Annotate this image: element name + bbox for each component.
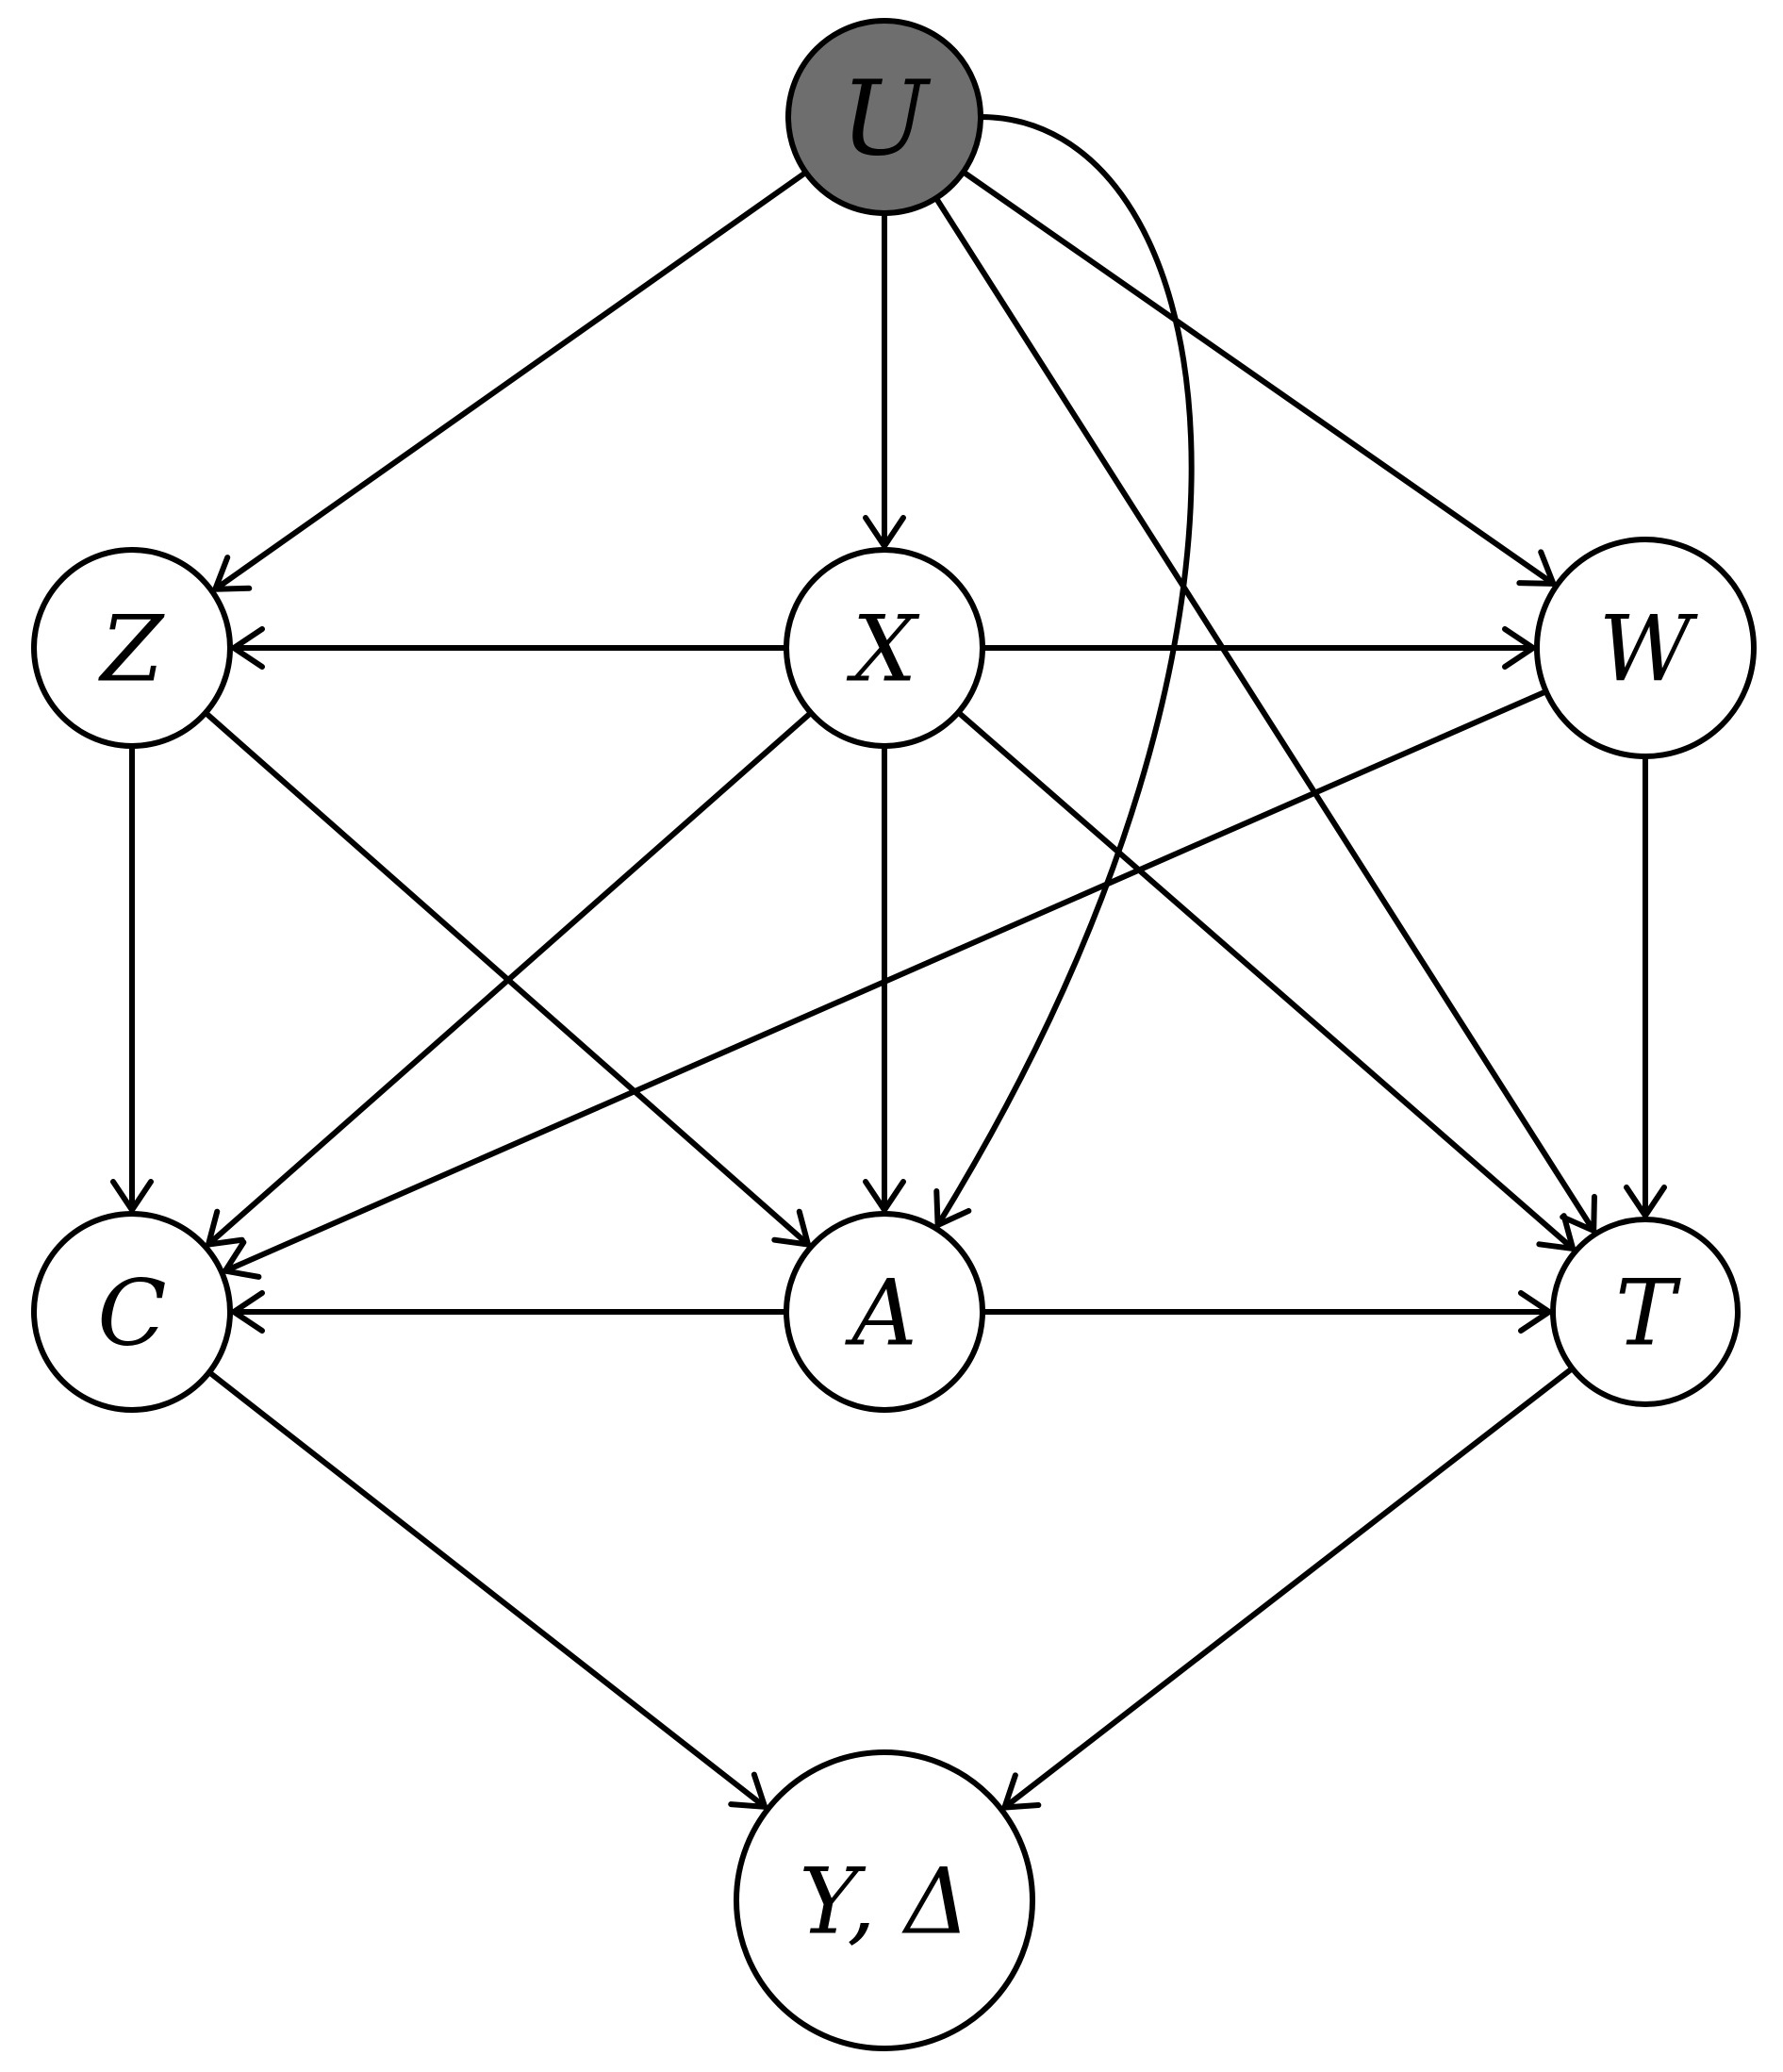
node-z-label: Z — [98, 597, 166, 703]
node-x-label: X — [846, 597, 920, 703]
node-x: X — [784, 547, 985, 749]
edge-w-to-t-arrowhead — [1624, 1185, 1667, 1221]
edge-u-to-z — [210, 169, 809, 592]
edge-u-to-x — [863, 210, 906, 552]
edge-u-to-a-line — [934, 114, 1195, 1229]
node-y-label: Y, Δ — [799, 1849, 969, 1955]
node-t-label: T — [1615, 1261, 1681, 1367]
edge-x-to-t — [955, 709, 1577, 1252]
node-a-circle — [784, 1211, 985, 1413]
edge-u-to-a — [933, 114, 1195, 1230]
node-y: Y, Δ — [734, 1749, 1035, 2051]
edge-u-to-w — [960, 169, 1558, 588]
edge-w-to-c-line — [222, 688, 1549, 1274]
edge-c-to-y-arrowhead — [728, 1771, 769, 1811]
edge-u-to-w-arrowhead — [1516, 549, 1558, 588]
node-t: T — [1550, 1217, 1741, 1407]
node-w-circle — [1534, 537, 1757, 759]
edge-u-to-t-line — [933, 195, 1597, 1234]
edge-x-to-z — [228, 626, 789, 670]
edge-u-to-t — [933, 195, 1597, 1235]
edge-x-to-t-line — [955, 709, 1577, 1251]
edge-x-to-a — [863, 743, 906, 1216]
edge-u-to-a-arrowhead — [933, 1187, 972, 1230]
edge-c-to-y-line — [206, 1369, 768, 1810]
edge-w-to-c-arrowhead — [220, 1239, 262, 1280]
node-c: C — [31, 1211, 233, 1413]
edge-z-to-a-line — [202, 709, 812, 1248]
edges-layer — [110, 114, 1667, 1811]
edge-t-to-y-line — [1001, 1365, 1576, 1811]
node-a: A — [784, 1211, 985, 1413]
node-u-circle — [785, 18, 983, 216]
node-z: Z — [31, 547, 233, 749]
edge-u-to-t-arrowhead — [1560, 1193, 1597, 1235]
node-x-circle — [784, 547, 985, 749]
node-w-label: W — [1599, 597, 1699, 703]
edge-c-to-y — [206, 1369, 769, 1811]
node-a-label: A — [844, 1261, 916, 1367]
node-y-circle — [734, 1749, 1035, 2051]
node-c-label: C — [97, 1261, 166, 1367]
edge-x-to-w-arrowhead — [1502, 626, 1539, 670]
node-u-label: U — [841, 58, 932, 179]
edge-x-to-t-arrowhead — [1536, 1213, 1577, 1252]
edge-z-to-c-arrowhead — [110, 1179, 154, 1216]
nodes-layer: U Z X W C A T Y, Δ — [31, 18, 1757, 2051]
edge-a-to-c-arrowhead — [228, 1290, 265, 1334]
edge-x-to-w — [980, 626, 1539, 670]
node-w: W — [1534, 537, 1757, 759]
edge-z-to-a-arrowhead — [771, 1208, 813, 1249]
edge-w-to-c — [220, 688, 1549, 1280]
edge-t-to-y — [1000, 1365, 1576, 1811]
edge-t-to-y-arrowhead — [1000, 1772, 1042, 1811]
edge-w-to-t — [1624, 754, 1667, 1221]
edge-a-to-c — [228, 1290, 789, 1334]
edge-u-to-z-line — [212, 169, 809, 592]
edge-a-to-t-arrowhead — [1518, 1290, 1555, 1334]
node-z-circle — [31, 547, 233, 749]
edge-a-to-t — [980, 1290, 1555, 1334]
edge-z-to-a — [202, 709, 813, 1249]
edge-u-to-w-line — [960, 169, 1557, 587]
edge-u-to-x-arrowhead — [863, 515, 906, 552]
node-u: U — [785, 18, 983, 216]
edge-z-to-c — [110, 743, 154, 1216]
edge-x-to-c-arrowhead — [204, 1208, 245, 1249]
edge-x-to-a-arrowhead — [863, 1179, 906, 1216]
node-t-circle — [1550, 1217, 1741, 1407]
node-c-circle — [31, 1211, 233, 1413]
edge-x-to-z-arrowhead — [228, 626, 265, 670]
edge-u-to-z-arrowhead — [210, 555, 253, 592]
